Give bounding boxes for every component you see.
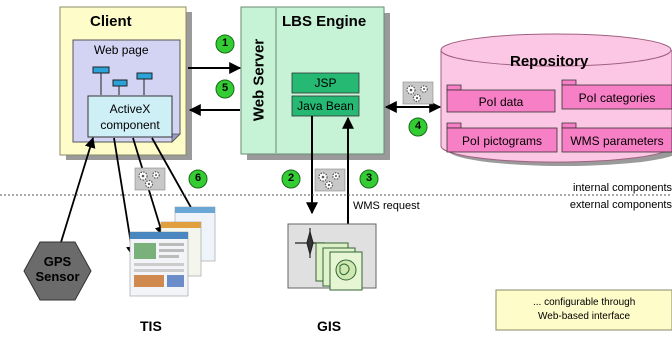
step-5-label: 5 xyxy=(221,82,229,94)
step-6-circle xyxy=(188,169,208,189)
gps-label-line2: Sensor xyxy=(35,269,80,284)
activex-box xyxy=(87,95,173,138)
repo-item-wms-parameters: WMS parameters xyxy=(570,134,664,148)
step-4-label: 4 xyxy=(414,120,422,132)
legend-line2: Web-based interface xyxy=(538,311,631,322)
step-2-circle xyxy=(281,169,301,189)
step-6-label: 6 xyxy=(194,172,202,184)
step-3-label: 3 xyxy=(365,172,373,184)
legend-line1: ... configurable through xyxy=(533,297,636,308)
tis-website-screenshot-icon xyxy=(129,206,216,297)
activex-label-line1: ActiveX xyxy=(109,102,151,116)
internal-components-label: internal components xyxy=(572,182,672,194)
jsp-label: JSP xyxy=(314,76,337,90)
lbs-engine-title: LBS Engine xyxy=(282,13,367,30)
gps-label-line1: GPS xyxy=(43,254,72,269)
step-1-label: 1 xyxy=(221,37,229,49)
arrow-6c xyxy=(151,137,199,221)
repo-item-box xyxy=(446,89,556,113)
map-document-icon xyxy=(315,242,363,291)
client-title: Client xyxy=(90,13,132,30)
step-4-circle xyxy=(408,117,428,137)
activex-label-line2: component xyxy=(100,118,160,132)
java-bean-label: Java Bean xyxy=(297,99,354,113)
repo-item-poi-categories: PoI categories xyxy=(578,91,656,105)
web-server-label: Web Server xyxy=(250,38,268,122)
repo-item-box xyxy=(446,127,558,153)
arrow-gps xyxy=(57,136,96,253)
step-5-circle xyxy=(215,79,235,99)
step-3-circle xyxy=(359,169,379,189)
legend-box xyxy=(495,289,672,331)
gear-cluster-icon xyxy=(402,81,434,105)
jsp-box xyxy=(291,72,360,94)
gear-cluster-icon xyxy=(134,167,166,191)
web-page-label: Web page xyxy=(94,43,149,57)
web-page-connectors xyxy=(92,66,153,95)
repo-item-box xyxy=(561,84,672,110)
gear-cluster-icon xyxy=(314,168,346,192)
repo-item-poi-data: PoI data xyxy=(478,95,524,109)
repo-item-box xyxy=(561,127,672,153)
repo-item-poi-pictograms: PoI pictograms xyxy=(461,134,543,148)
gps-sensor-hexagon xyxy=(23,241,92,301)
external-components-label: external components xyxy=(569,199,672,211)
gis-label: GIS xyxy=(317,318,342,334)
java-bean-box xyxy=(291,95,360,117)
wms-request-label: WMS request xyxy=(353,200,420,212)
step-2-label: 2 xyxy=(287,172,295,184)
tis-label: TIS xyxy=(140,318,162,334)
step-1-circle xyxy=(215,34,235,54)
repository-title: Repository xyxy=(510,53,589,70)
